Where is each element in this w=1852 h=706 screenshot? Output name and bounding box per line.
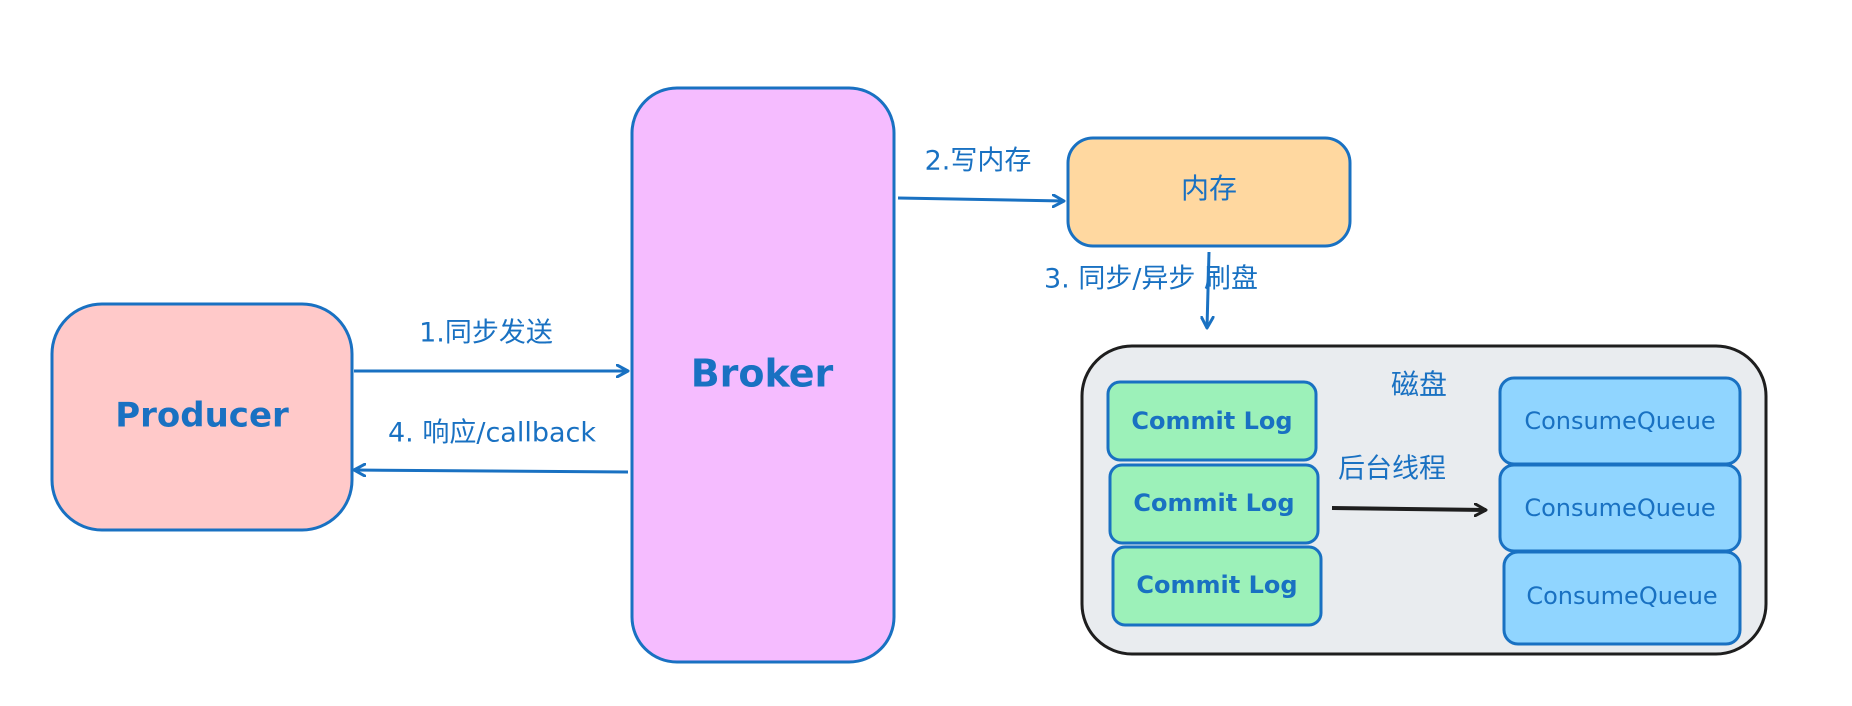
consume-queue-label-2: ConsumeQueue bbox=[1524, 494, 1715, 522]
write-memory-label: 2.写内存 bbox=[925, 146, 1032, 177]
producer-label: Producer bbox=[115, 396, 289, 436]
arrow-write-memory bbox=[897, 198, 1064, 201]
commit-log-stack: Commit Log Commit Log Commit Log bbox=[1106, 380, 1323, 627]
broker-box[interactable] bbox=[630, 86, 896, 664]
consume-queue-label-1: ConsumeQueue bbox=[1524, 407, 1715, 435]
consume-queue-stack: ConsumeQueue ConsumeQueue ConsumeQueue bbox=[1498, 376, 1742, 646]
sync-send-label: 1.同步发送 bbox=[419, 318, 553, 349]
producer-box[interactable] bbox=[50, 302, 354, 532]
background-thread-label: 后台线程 bbox=[1338, 454, 1446, 485]
commit-log-box-1[interactable] bbox=[1106, 380, 1318, 462]
consume-queue-box-3[interactable] bbox=[1502, 550, 1742, 646]
memory-box[interactable] bbox=[1066, 136, 1352, 248]
commit-log-box-2[interactable] bbox=[1108, 463, 1320, 545]
flush-label: 3. 同步/异步 刷盘 bbox=[1044, 264, 1258, 295]
commit-log-label-2: Commit Log bbox=[1133, 489, 1294, 517]
arrow-background-thread bbox=[1331, 508, 1486, 510]
commit-log-label-1: Commit Log bbox=[1131, 407, 1292, 435]
arrow-response bbox=[354, 470, 629, 472]
commit-log-label-3: Commit Log bbox=[1136, 571, 1297, 599]
response-label: 4. 响应/callback bbox=[388, 418, 596, 449]
commit-log-box-3[interactable] bbox=[1111, 545, 1323, 627]
arrow-flush bbox=[1207, 251, 1209, 328]
broker-label: Broker bbox=[691, 352, 834, 396]
memory-label: 内存 bbox=[1181, 172, 1237, 205]
disk-label: 磁盘 bbox=[1391, 368, 1447, 401]
consume-queue-label-3: ConsumeQueue bbox=[1526, 582, 1717, 610]
